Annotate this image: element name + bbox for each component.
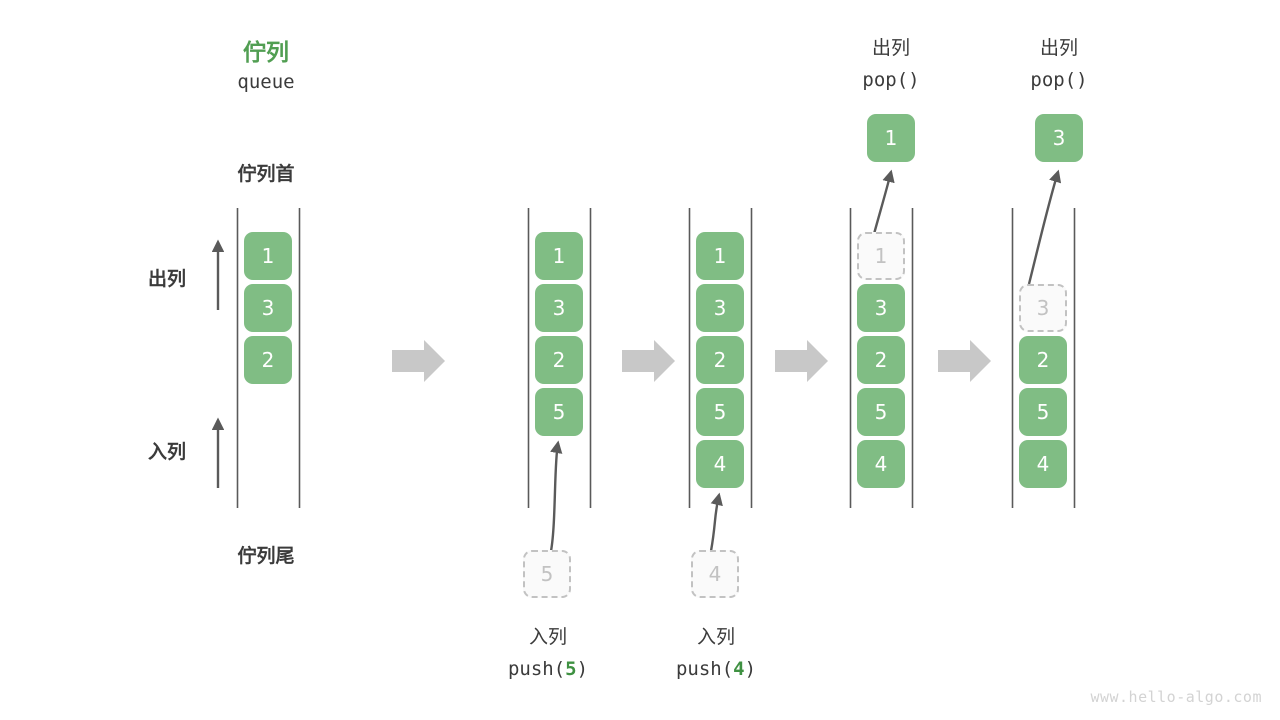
queue-node[interactable]: 3 — [535, 284, 583, 332]
step-arrow-1 — [392, 340, 445, 382]
pop-3-header-code: pop() — [1030, 69, 1088, 91]
queue-node[interactable]: 2 — [696, 336, 744, 384]
queue-node[interactable]: 1 — [696, 232, 744, 280]
removed-ghost-node: 3 — [1019, 284, 1067, 332]
push-5-caption-code: push(5) — [468, 658, 628, 680]
diagram-title-en: queue — [237, 71, 295, 93]
queue-node[interactable]: 3 — [696, 284, 744, 332]
queue-node[interactable]: 1 — [244, 232, 292, 280]
queue-node[interactable]: 4 — [857, 440, 905, 488]
queue-head-label: 佇列首 — [237, 163, 295, 185]
step-arrow-3 — [775, 340, 828, 382]
popped-node[interactable]: 1 — [867, 114, 915, 162]
push-5-caption-cn: 入列 — [528, 626, 567, 648]
push-5-code-prefix: push( — [507, 658, 566, 680]
queue-node[interactable]: 5 — [696, 388, 744, 436]
pop-1-header-cn: 出列 — [871, 37, 910, 59]
push-4-caption-code: push(4) — [636, 658, 796, 680]
queue-node[interactable]: 5 — [1019, 388, 1067, 436]
push-4-code-value: 4 — [733, 658, 745, 680]
push-5-code-value: 5 — [565, 658, 577, 680]
queue-node[interactable]: 3 — [244, 284, 292, 332]
push-4-code-suffix: ) — [744, 658, 757, 680]
push-5-arrow — [549, 440, 563, 552]
dequeue-label: 出列 — [148, 268, 187, 290]
removed-ghost-node: 1 — [857, 232, 905, 280]
queue-node[interactable]: 2 — [857, 336, 905, 384]
pop-3-header-cn: 出列 — [1039, 37, 1078, 59]
incoming-ghost-node: 5 — [523, 550, 571, 598]
enqueue-label: 入列 — [148, 441, 187, 463]
queue-node[interactable]: 4 — [1019, 440, 1067, 488]
diagram-title-cn: 佇列 — [243, 40, 289, 66]
push-4-caption-cn: 入列 — [696, 626, 735, 648]
pop-3-arrow — [1027, 169, 1062, 285]
queue-node[interactable]: 2 — [1019, 336, 1067, 384]
queue-node[interactable]: 2 — [244, 336, 292, 384]
pop-1-arrow — [872, 169, 895, 235]
push-5-code-suffix: ) — [576, 658, 589, 680]
pop-1-header-code: pop() — [862, 69, 920, 91]
queue-node[interactable]: 3 — [857, 284, 905, 332]
queue-node[interactable]: 5 — [857, 388, 905, 436]
incoming-ghost-node: 4 — [691, 550, 739, 598]
queue-node[interactable]: 5 — [535, 388, 583, 436]
queue-node[interactable]: 1 — [535, 232, 583, 280]
queue-node[interactable]: 4 — [696, 440, 744, 488]
queue-node[interactable]: 2 — [535, 336, 583, 384]
step-arrow-4 — [938, 340, 991, 382]
push-4-code-prefix: push( — [675, 658, 734, 680]
watermark: www.hello-algo.com — [1090, 688, 1262, 706]
step-arrow-2 — [622, 340, 675, 382]
push-4-arrow — [709, 492, 723, 552]
popped-node[interactable]: 3 — [1035, 114, 1083, 162]
queue-tail-label: 佇列尾 — [237, 545, 295, 567]
